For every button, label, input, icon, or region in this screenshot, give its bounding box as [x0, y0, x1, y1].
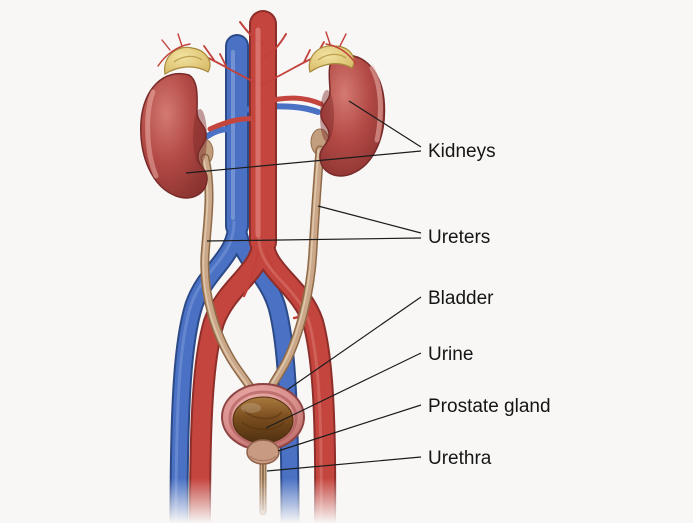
label-urine: Urine — [428, 344, 473, 365]
ureters — [194, 128, 330, 401]
adrenal-gland-right-fold — [317, 53, 347, 61]
leader-lines — [185, 100, 422, 472]
renal-artery-right — [260, 95, 324, 107]
kidney-left — [140, 72, 208, 199]
kidney-left-hilum-shade — [193, 109, 207, 165]
aorta — [189, 10, 337, 523]
kidney-right-body — [319, 54, 386, 177]
leader-line-urine — [265, 352, 422, 429]
aorta-branch-highlight — [257, 236, 323, 523]
urine-fill — [232, 396, 294, 444]
adrenal-gland-left-body — [164, 46, 211, 75]
kidney-right-highlight — [369, 65, 383, 143]
kidney-right-hilum-shade — [320, 90, 334, 142]
ureter-right-highlight — [265, 149, 320, 397]
label-bladder: Bladder — [428, 288, 494, 309]
leader-line-ureter-left — [206, 237, 422, 242]
leader-line-kidney-left — [185, 150, 422, 174]
labels: Kidneys Ureters Bladder Urine Prostate g… — [428, 141, 551, 469]
urine-streaks — [241, 409, 285, 431]
label-kidneys: Kidneys — [428, 141, 496, 162]
leader-line-kidney-right — [348, 100, 422, 148]
leader-line-urethra — [266, 456, 422, 472]
prostate-shade — [249, 455, 277, 461]
ureter-left-highlight — [202, 157, 255, 397]
ureter-right — [265, 147, 323, 399]
adrenal-gland-right-vessels — [325, 31, 357, 65]
leader-line-bladder — [286, 296, 422, 391]
adrenal-gland-left-vessels — [157, 33, 191, 67]
leader-line-ureter-right — [317, 205, 422, 234]
kidney-left-body — [140, 72, 208, 199]
kidney-left-highlight — [145, 89, 159, 179]
adrenal-gland-right — [308, 31, 357, 73]
kidney-right — [319, 54, 386, 177]
prostate-body — [246, 439, 280, 465]
leader-line-prostate — [277, 404, 422, 452]
adrenal-gland-left — [157, 33, 211, 75]
label-urethra: Urethra — [428, 448, 492, 469]
ureter-left — [201, 155, 258, 399]
vena-cava-branch-highlight — [174, 220, 236, 523]
vena-cava — [169, 34, 321, 523]
label-ureters: Ureters — [428, 227, 490, 248]
adrenal-gland-right-body — [308, 45, 355, 73]
bottom-fade — [130, 478, 380, 523]
prostate-gland — [246, 439, 280, 465]
urine-highlight — [241, 403, 261, 413]
label-prostate: Prostate gland — [428, 396, 551, 417]
adrenal-gland-left-fold — [173, 55, 203, 63]
